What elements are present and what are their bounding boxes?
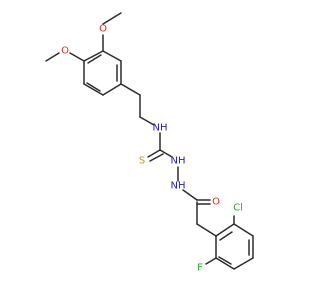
- bond: [233, 257, 254, 270]
- structure-drawing: O O NH S NH NH O Cl F: [45, 12, 254, 274]
- bond: [182, 189, 198, 201]
- bond: [215, 223, 235, 237]
- bond: [86, 82, 101, 92]
- hydrazine-nitrogen-1: NH: [171, 156, 186, 167]
- bond: [218, 256, 232, 265]
- bond: [102, 12, 122, 25]
- hydrazine-nitrogen-2: NH: [171, 181, 186, 192]
- bonds: [45, 12, 254, 270]
- bond: [139, 116, 155, 126]
- bond: [45, 52, 60, 62]
- bond: [233, 223, 254, 237]
- methoxy-oxygen-upper: O: [99, 24, 107, 35]
- bond: [147, 149, 161, 158]
- fluorine-atom: F: [197, 263, 203, 274]
- bond: [83, 83, 104, 96]
- methoxy-oxygen-lower: O: [61, 46, 69, 57]
- bond: [215, 257, 235, 270]
- carbonyl-oxygen: O: [212, 197, 220, 208]
- thione-sulfur: S: [139, 156, 145, 167]
- bond: [87, 54, 102, 64]
- bond: [102, 50, 122, 62]
- bond: [196, 223, 217, 237]
- bond: [102, 83, 122, 96]
- amine-nitrogen: NH: [153, 123, 168, 134]
- chlorine-atom: Cl: [233, 203, 243, 214]
- bond: [83, 50, 104, 62]
- bond: [205, 257, 217, 265]
- molecule-diagram: O O NH S NH NH O Cl F: [45, 12, 254, 274]
- bond: [219, 231, 233, 241]
- atom-labels: O O NH S NH NH O Cl F: [61, 24, 243, 274]
- bond: [149, 153, 164, 162]
- bond: [120, 83, 141, 96]
- bond: [69, 52, 85, 62]
- bond: [159, 149, 173, 158]
